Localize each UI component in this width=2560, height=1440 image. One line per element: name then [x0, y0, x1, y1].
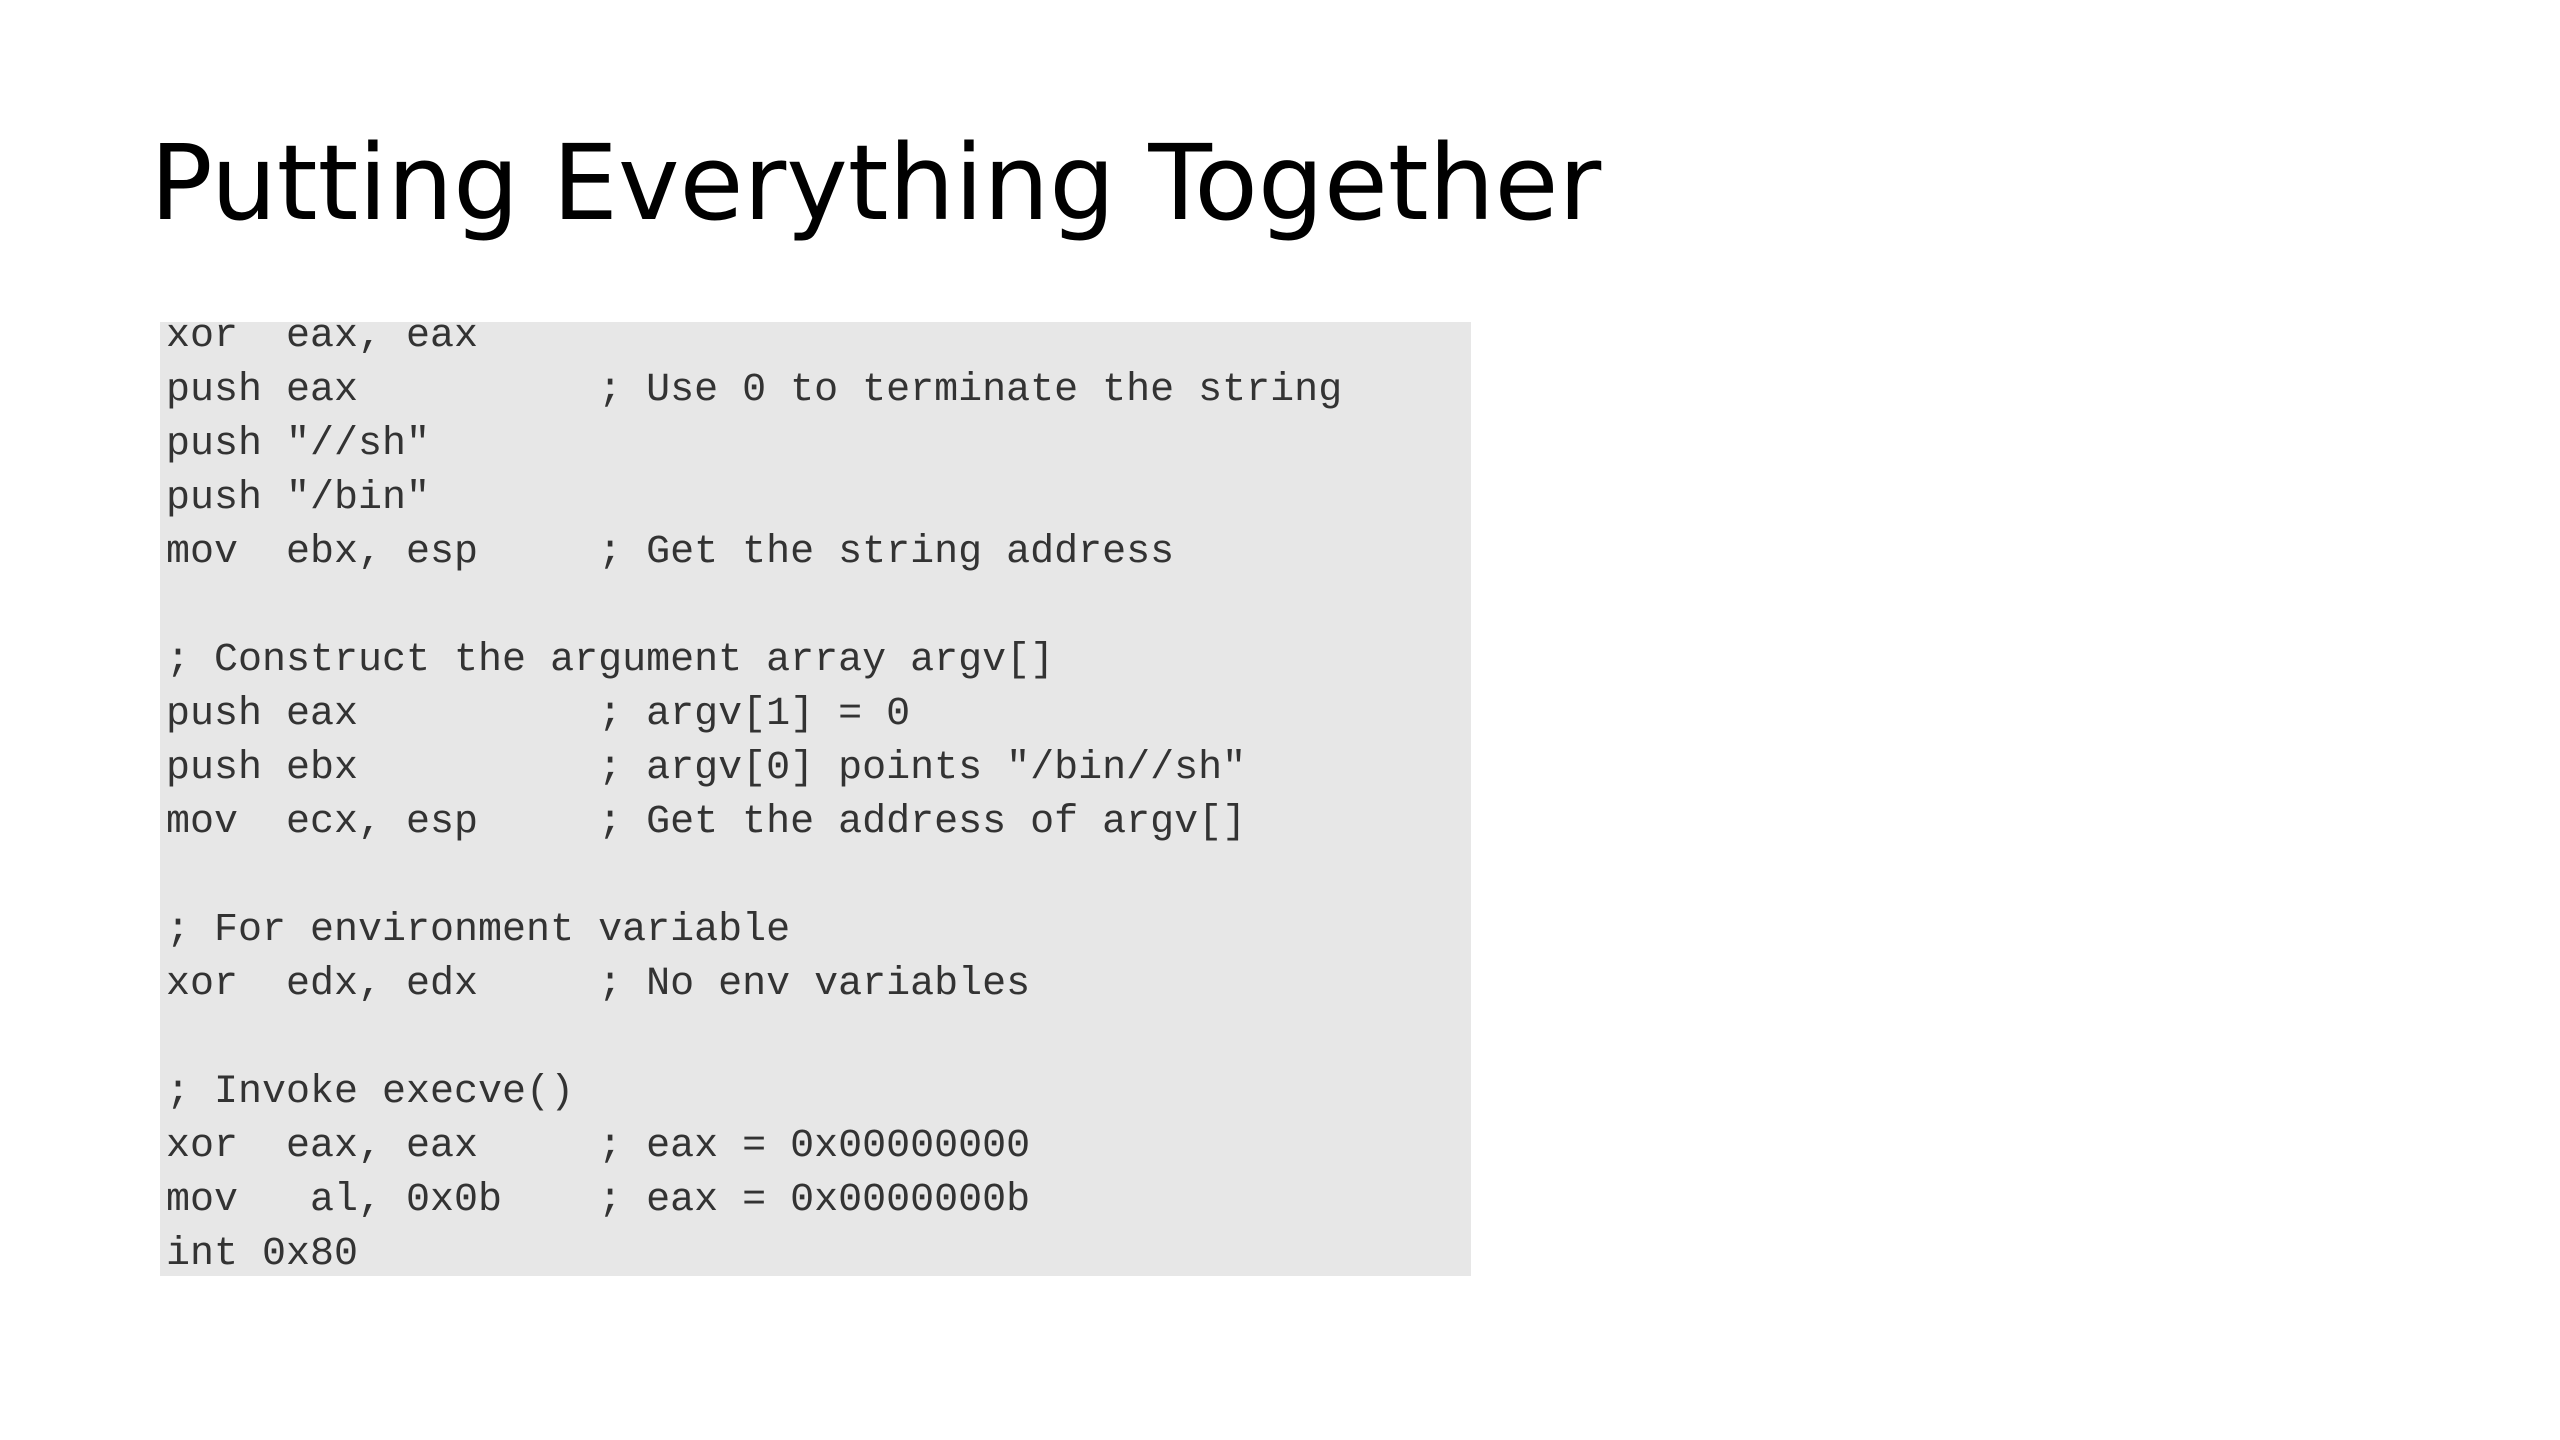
code-line: push "/bin": [166, 476, 431, 521]
code-line: mov al, 0x0b ; eax = 0x0000000b: [166, 1178, 1031, 1223]
code-line-comment: ; Construct the argument array argv[]: [166, 638, 1055, 683]
code-line: xor eax, eax: [166, 322, 479, 359]
code-line: xor eax, eax ; eax = 0x00000000: [166, 1124, 1031, 1169]
code-line: push ebx ; argv[0] points "/bin//sh": [166, 746, 1247, 791]
code-line: push eax ; argv[1] = 0: [166, 692, 911, 737]
code-line-comment: ; For environment variable: [166, 908, 791, 953]
slide-title: Putting Everything Together: [150, 122, 1602, 244]
code-line: int 0x80: [166, 1232, 359, 1276]
code-block: xor eax, eax push eax ; Use 0 to termina…: [160, 322, 1471, 1276]
code-line: mov ecx, esp ; Get the address of argv[]: [166, 800, 1247, 845]
code-line: push eax ; Use 0 to terminate the string: [166, 368, 1343, 413]
code-line: push "//sh": [166, 422, 431, 467]
code-line-comment: ; Invoke execve(): [166, 1070, 575, 1115]
code-line: xor edx, edx ; No env variables: [166, 962, 1031, 1007]
code-line: mov ebx, esp ; Get the string address: [166, 530, 1175, 575]
